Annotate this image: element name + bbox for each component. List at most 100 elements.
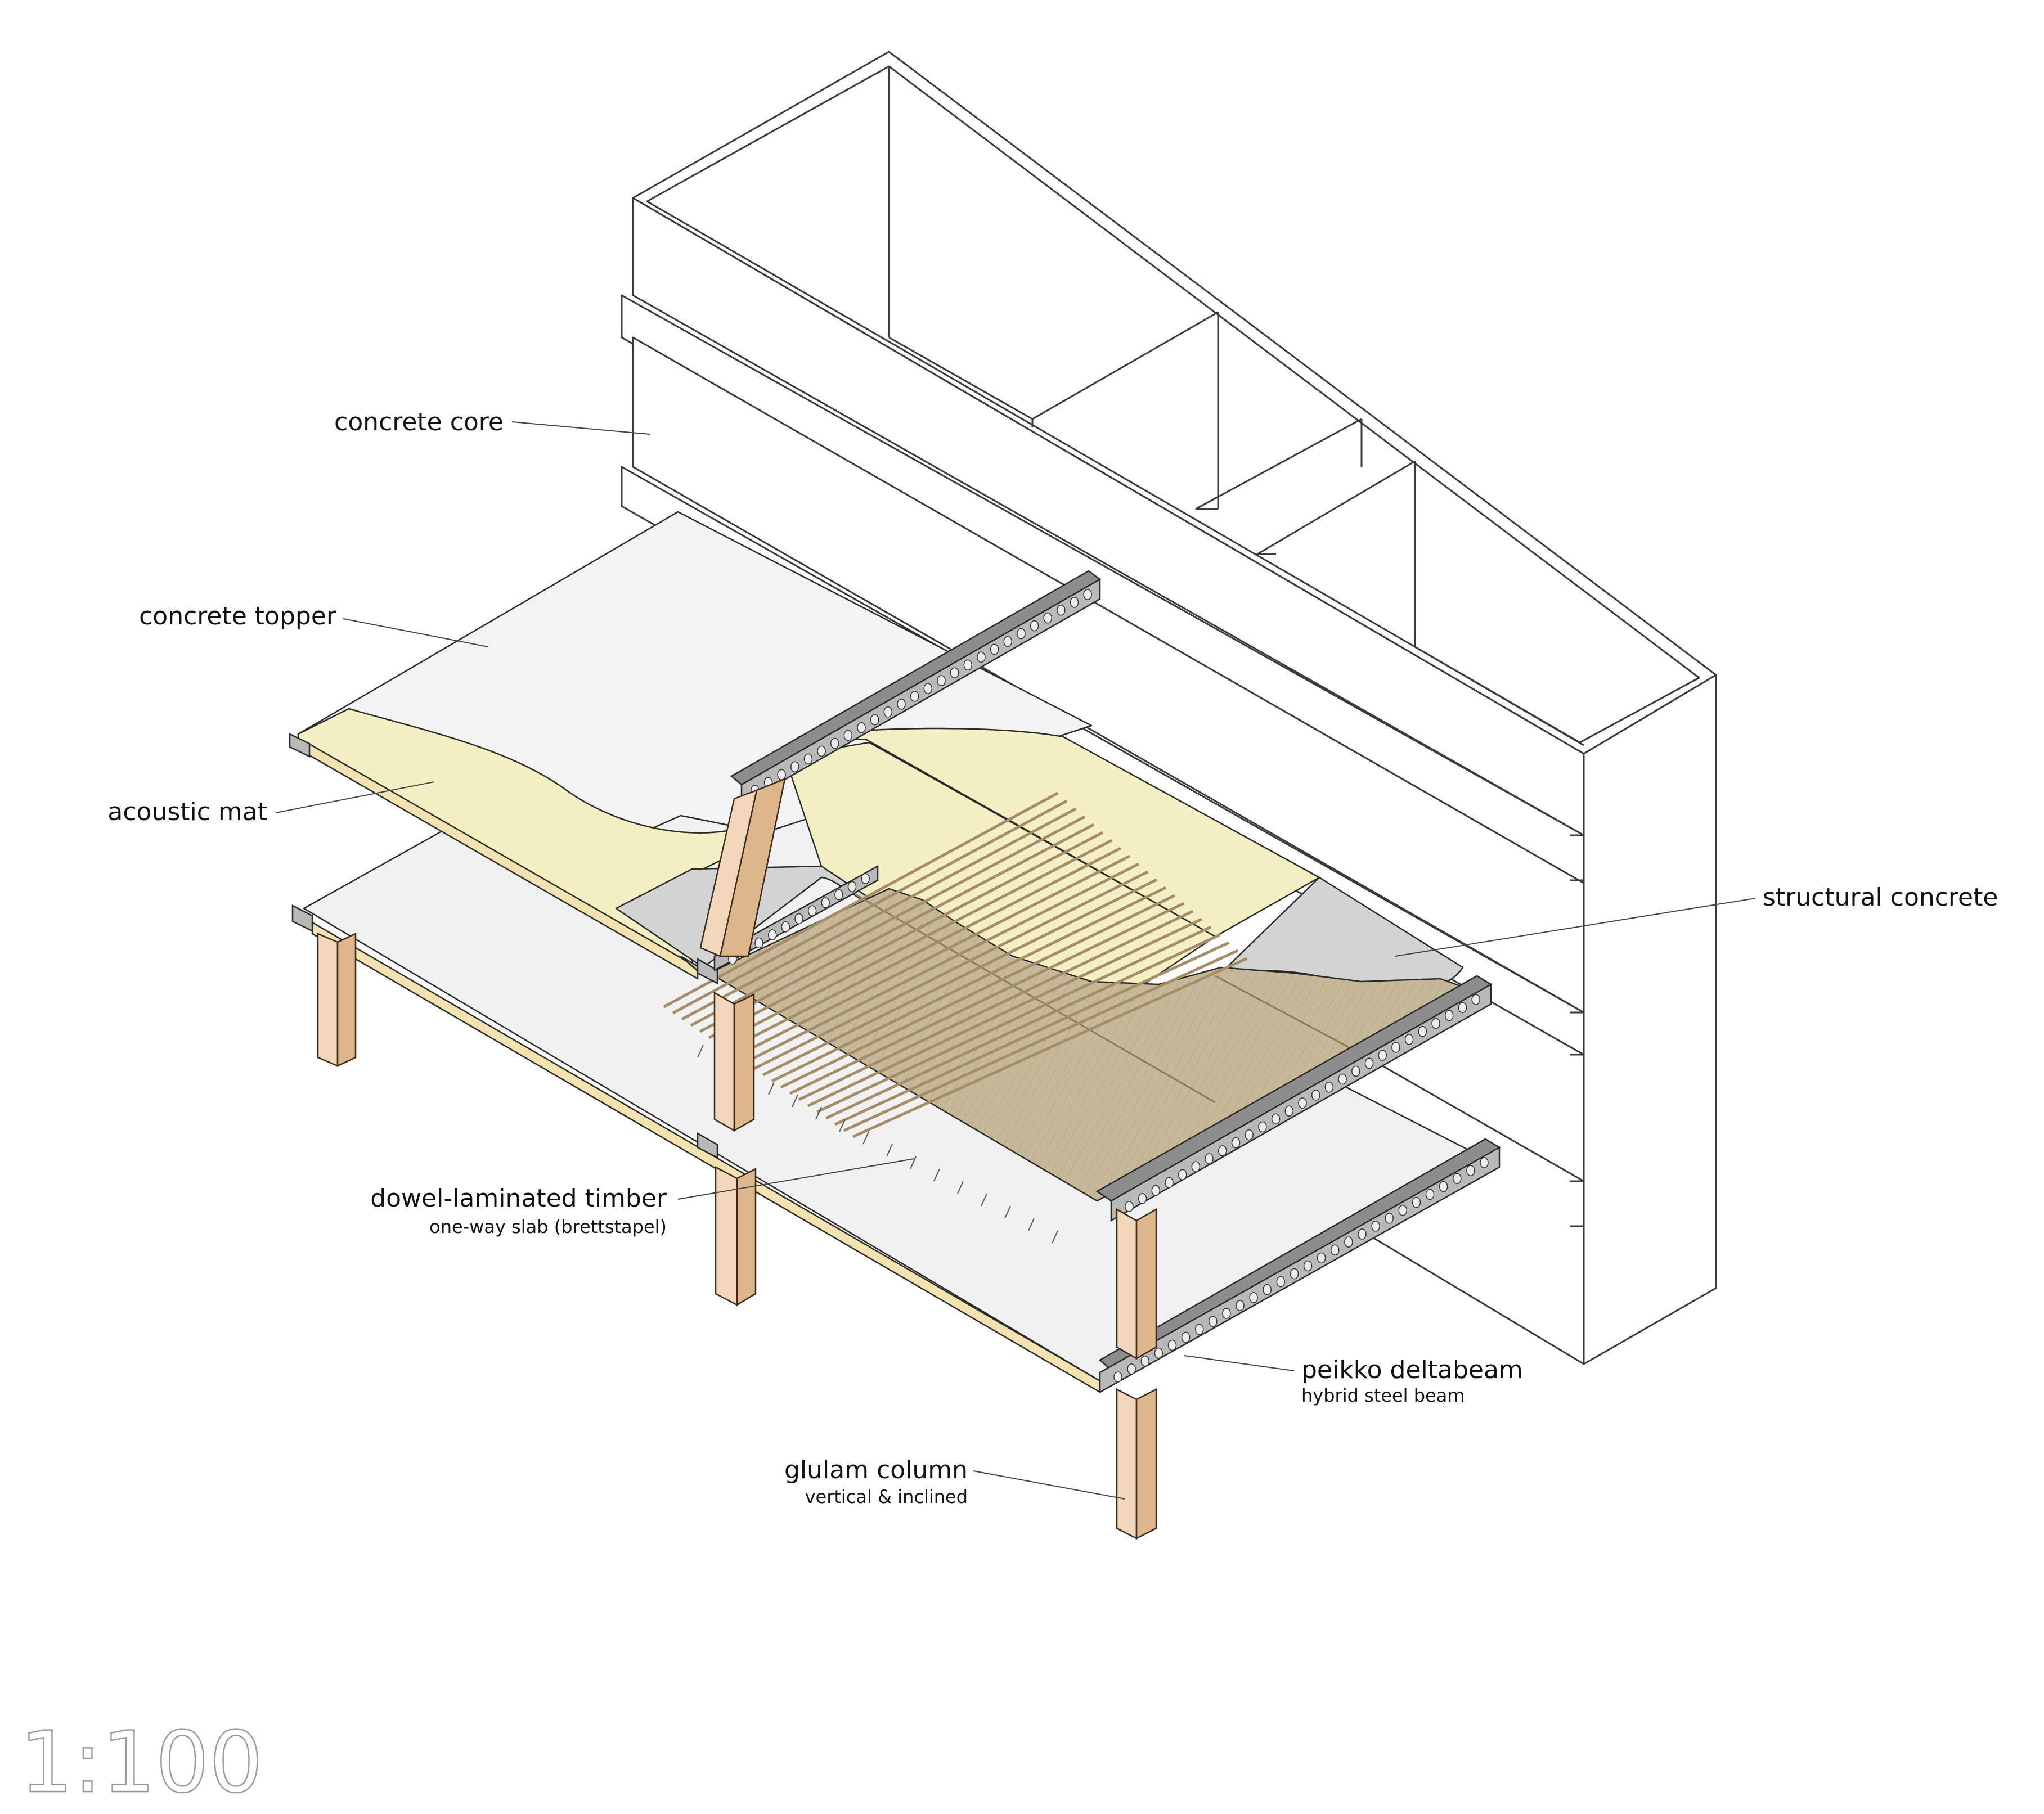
deltabeam-hole	[1276, 1276, 1286, 1288]
leader-concrete-topper	[343, 618, 489, 647]
deltabeam-hole	[1138, 1193, 1147, 1204]
deltabeam-hole	[1017, 628, 1026, 640]
dlt-slat	[726, 847, 1122, 1052]
deltabeam-hole	[1181, 1331, 1191, 1343]
dlt-slat	[690, 815, 1086, 1027]
deltabeam-hole	[1070, 597, 1079, 608]
deltabeam-hole	[1245, 1129, 1254, 1141]
dlt-slat	[825, 933, 1221, 1120]
deltabeam-hole	[807, 905, 817, 916]
deltabeam-hole	[1165, 1177, 1174, 1189]
deltabeam-hole	[1452, 1173, 1462, 1185]
dlt-dowel	[768, 1082, 775, 1095]
deltabeam-hole	[883, 706, 893, 718]
dlt-slat	[798, 910, 1194, 1101]
dowel-laminated-timber-deck	[663, 791, 1473, 1244]
deltabeam-hole	[1404, 1034, 1414, 1045]
glulam-column-lower-left	[317, 933, 357, 1067]
deltabeam-hole	[1205, 1153, 1214, 1164]
dlt-slat	[771, 886, 1167, 1083]
dlt-dowel	[815, 1106, 822, 1120]
dlt-dowel	[957, 1181, 964, 1194]
label-glulam-title: glulam column	[784, 1456, 968, 1484]
dlt-dowel	[839, 1119, 846, 1132]
dlt-slat	[762, 878, 1158, 1077]
deltabeam-hole	[1418, 1025, 1427, 1037]
label-dlt-subtitle: one-way slab (brettstapel)	[429, 1216, 667, 1237]
dlt-dowel	[697, 1045, 704, 1058]
deltabeam-hole	[1324, 1081, 1334, 1093]
deltabeam-hole	[1444, 1010, 1454, 1021]
dlt-slat	[843, 949, 1239, 1132]
deltabeam-hole	[1125, 1201, 1134, 1212]
deltabeam-hole	[1371, 1221, 1380, 1232]
dlt-slat	[780, 894, 1176, 1089]
deltabeam-hole	[767, 929, 777, 940]
dlt-slat	[699, 823, 1095, 1033]
deltabeam-hole	[1439, 1181, 1448, 1192]
deltabeam-hole	[1317, 1252, 1326, 1264]
deltabeam-hole	[1194, 1324, 1204, 1335]
deltabeam-hole	[1030, 620, 1039, 632]
deltabeam-hole	[1431, 1018, 1440, 1029]
deltabeam-hole	[923, 683, 933, 694]
deltabeam-hole	[1140, 1355, 1150, 1367]
deltabeam-hole	[1298, 1097, 1307, 1109]
deltabeam-hole	[1412, 1196, 1421, 1208]
deltabeam-hole	[1271, 1113, 1281, 1125]
dlt-dowel	[792, 1094, 798, 1108]
dlt-slat	[753, 870, 1149, 1070]
leader-deltabeam	[1184, 1355, 1295, 1371]
dlt-slat	[681, 807, 1077, 1021]
label-concrete-topper: concrete topper	[139, 602, 337, 631]
deltabeam-hole	[1231, 1137, 1241, 1149]
dlt-slat	[735, 854, 1131, 1058]
dlt-dowel	[910, 1156, 917, 1169]
label-dlt-title: dowel-laminated timber	[370, 1184, 667, 1213]
deltabeam-hole	[754, 937, 763, 949]
deltabeam-hole	[1358, 1228, 1367, 1240]
deltabeam-hole	[1191, 1161, 1201, 1172]
deltabeam-hole	[777, 769, 786, 780]
glulam-column-lower-middle	[715, 1165, 757, 1307]
deltabeam-hole	[977, 651, 986, 663]
deltabeam-hole	[843, 730, 853, 741]
deltabeam-hole	[834, 889, 843, 901]
dlt-slat	[807, 917, 1203, 1108]
deltabeam-upper-right	[1095, 975, 1493, 1222]
deltabeam-hole	[1398, 1204, 1408, 1216]
deltabeam-hole	[1338, 1073, 1347, 1085]
label-deltabeam-subtitle: hybrid steel beam	[1301, 1385, 1465, 1406]
deltabeam-lower-left	[291, 904, 718, 1159]
deltabeam-hole	[1218, 1145, 1227, 1156]
dlt-slat	[816, 925, 1212, 1114]
glulam-column-lower-front	[1116, 1388, 1157, 1540]
deltabeam-web-holes	[751, 589, 1092, 796]
leader-dlt	[677, 1158, 915, 1200]
deltabeam-hole	[790, 761, 799, 773]
deltabeam-hole	[781, 921, 790, 933]
dlt-dowel	[862, 1131, 869, 1145]
dlt-slat	[789, 902, 1185, 1095]
deltabeam-hole	[1167, 1339, 1177, 1351]
glulam-column-upper-middle	[713, 991, 755, 1132]
deltabeam-hole	[963, 659, 973, 671]
deltabeam-hole	[1331, 1244, 1340, 1255]
deltabeam-hole	[803, 753, 813, 765]
scale-indicator: 1:100	[20, 1714, 263, 1812]
deltabeam-hole	[1236, 1300, 1245, 1311]
dlt-slat	[672, 799, 1068, 1015]
label-glulam-subtitle: vertical & inclined	[805, 1486, 968, 1507]
dlt-dowel	[933, 1168, 940, 1182]
deltabeam-hole	[1385, 1213, 1394, 1224]
deltabeam-hole	[1151, 1185, 1161, 1196]
deltabeam-hole	[1178, 1169, 1187, 1181]
deltabeam-hole	[1258, 1121, 1267, 1133]
deltabeam-hole	[937, 675, 946, 686]
deltabeam-lower-right	[1098, 1138, 1501, 1394]
deltabeam-hole	[847, 881, 857, 893]
deltabeam-hole	[1311, 1090, 1320, 1101]
deltabeam-web-holes	[1125, 994, 1480, 1212]
deltabeam-hole	[1083, 589, 1092, 600]
